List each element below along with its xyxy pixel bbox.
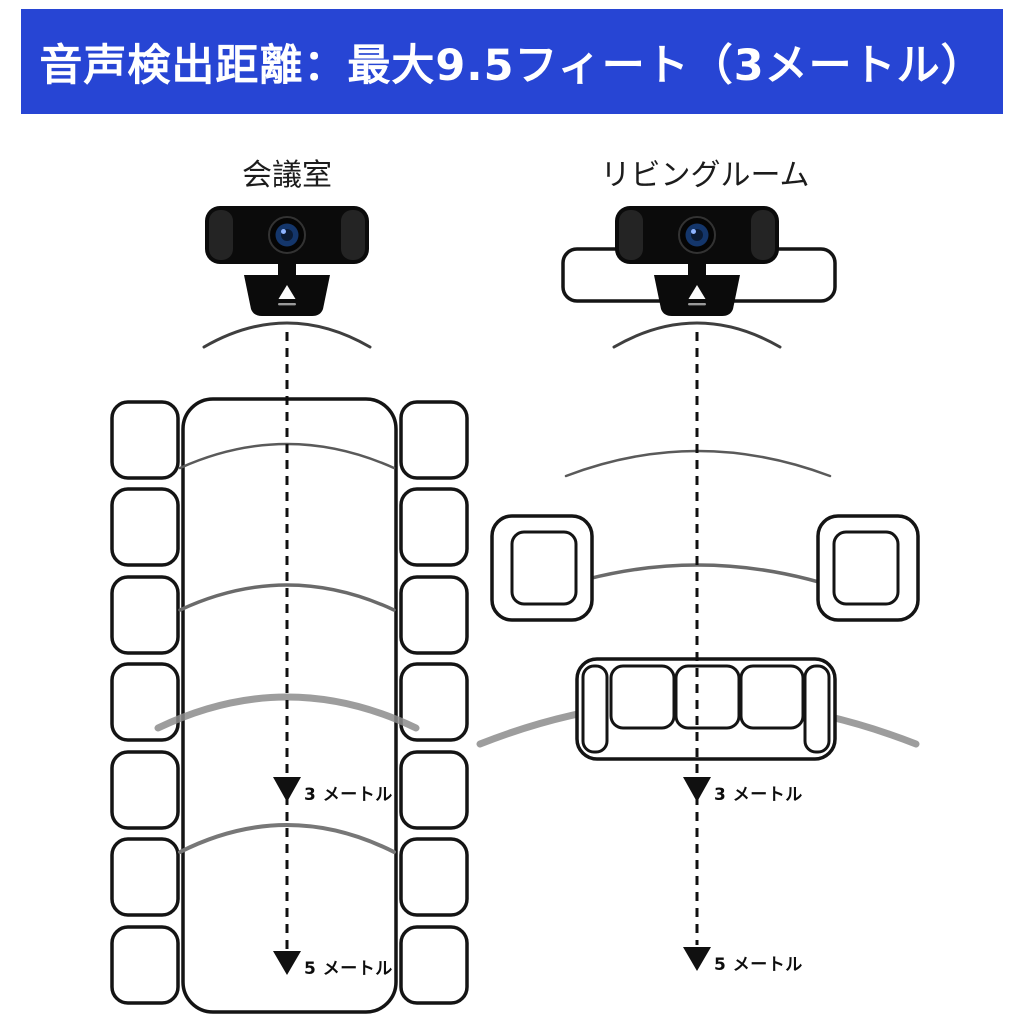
distance-label-3m-right: 3 メートル [714, 785, 803, 805]
conference-table [181, 397, 398, 1014]
chair [399, 400, 469, 480]
chair [110, 400, 180, 480]
distance-label-5m-left: 5 メートル [304, 959, 393, 979]
sofa-arm-right [803, 664, 831, 754]
chair [110, 750, 180, 830]
chair [399, 487, 469, 567]
sound-arc [154, 693, 420, 732]
conference-room-title: 会議室 [242, 158, 332, 193]
chair [110, 837, 180, 917]
chair [399, 575, 469, 655]
webcam-speaker-right [751, 210, 775, 260]
armchair-seat [510, 530, 578, 606]
chair [399, 837, 469, 917]
armchair-frame [490, 514, 594, 622]
banner-title: 音声検出距離：最大9.5フィート（3メートル） [39, 40, 985, 91]
brand-triangle-icon [278, 285, 296, 299]
webcam-lens-highlight [281, 229, 286, 234]
arrow-3m-left [273, 777, 301, 802]
webcam-speaker-left [619, 210, 643, 260]
brand-mark [278, 303, 296, 306]
sofa-cushion [674, 664, 741, 730]
webcam-right [615, 206, 779, 316]
chair [110, 487, 180, 567]
webcam-left [205, 206, 369, 316]
armchair-left [490, 514, 594, 622]
sofa-arm-left [581, 664, 609, 754]
distance-label-3m-left: 3 メートル [304, 785, 393, 805]
chair [110, 662, 180, 742]
chair [399, 925, 469, 1005]
webcam-speaker-left [209, 210, 233, 260]
armchair-seat [832, 530, 900, 606]
webcam-neck [688, 262, 706, 275]
sofa-cushion [739, 664, 805, 730]
webcam-lens-highlight [691, 229, 696, 234]
sofa [575, 657, 837, 761]
conference-chairs [110, 400, 469, 1005]
armchair-right [816, 514, 920, 622]
sofa-cushion [609, 664, 676, 730]
sound-arc [178, 583, 396, 612]
living-room-title: リビングルーム [600, 158, 810, 193]
chair [110, 575, 180, 655]
arrow-5m-right [683, 947, 711, 971]
distance-label-5m-right: 5 メートル [714, 955, 803, 975]
banner: 音声検出距離：最大9.5フィート（3メートル） [21, 9, 1003, 114]
sound-arc [178, 823, 396, 854]
brand-mark [688, 303, 706, 306]
sofa-frame [575, 657, 837, 761]
webcam-speaker-right [341, 210, 365, 260]
living-room-diagram [476, 206, 920, 971]
arrow-3m-right [683, 777, 711, 802]
arrow-5m-left [273, 951, 301, 975]
sound-arch-left [202, 321, 372, 349]
armchair-frame [816, 514, 920, 622]
brand-triangle-icon [688, 285, 706, 299]
chair [399, 662, 469, 742]
webcam-neck [278, 262, 296, 275]
chair [399, 750, 469, 830]
sound-arch-right [612, 321, 782, 349]
chair [110, 925, 180, 1005]
conference-room-diagram [110, 206, 469, 1014]
